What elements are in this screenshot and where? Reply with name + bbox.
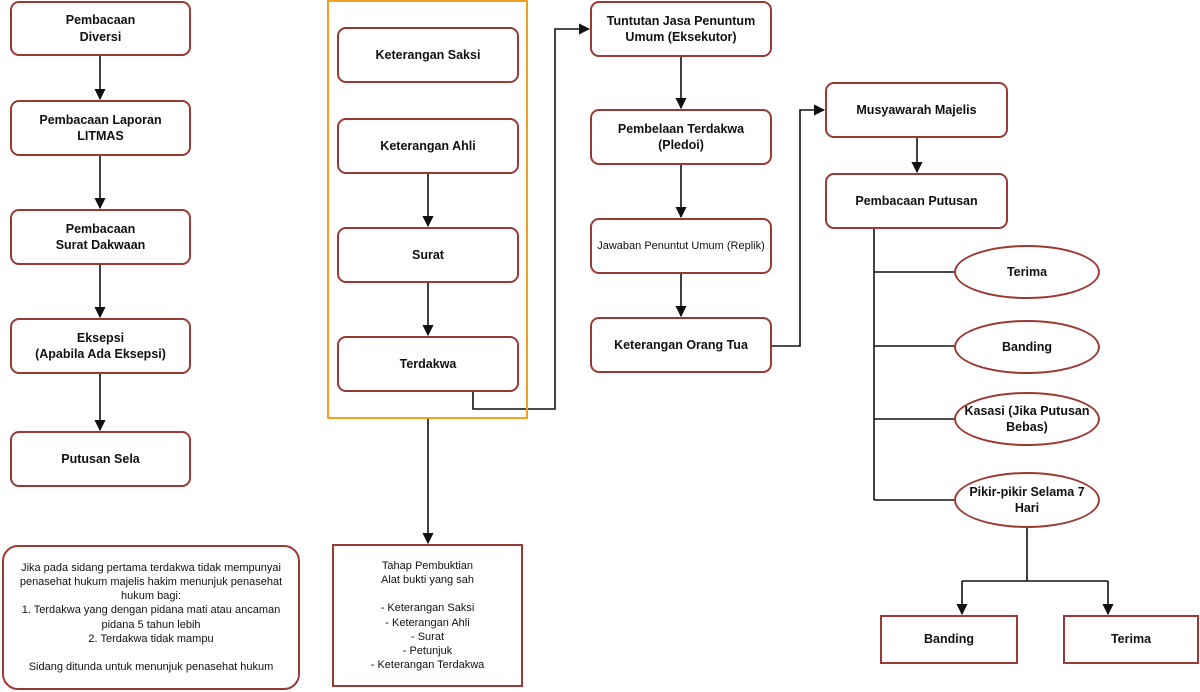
node-eksepsi: Eksepsi (Apabila Ada Eksepsi)	[10, 318, 191, 374]
node-replik: Jawaban Penuntut Umum (Replik)	[590, 218, 772, 274]
node-pembacaan-diversi: Pembacaan Diversi	[10, 1, 191, 56]
arrow-orang-tua-to-musyawarah	[772, 104, 826, 347]
node-terima: Terima	[954, 245, 1100, 299]
node-musyawarah-majelis: Musyawarah Majelis	[825, 82, 1008, 138]
node-final-banding: Banding	[880, 615, 1018, 664]
note-tahap-pembuktian: Tahap Pembuktian Alat bukti yang sah - K…	[332, 544, 523, 687]
node-surat: Surat	[337, 227, 519, 283]
node-banding: Banding	[954, 320, 1100, 374]
node-keterangan-orang-tua: Keterangan Orang Tua	[590, 317, 772, 373]
node-pikir-pikir: Pikir-pikir Selama 7 Hari	[954, 472, 1100, 528]
node-kasasi: Kasasi (Jika Putusan Bebas)	[954, 392, 1100, 446]
node-pledoi: Pembelaan Terdakwa (Pledoi)	[590, 109, 772, 165]
note-penasehat-hukum: Jika pada sidang pertama terdakwa tidak …	[2, 545, 300, 690]
node-tuntutan: Tuntutan Jasa Penuntum Umum (Eksekutor)	[590, 1, 772, 57]
arrow-terdakwa-to-tuntutan	[472, 23, 591, 410]
node-pembacaan-putusan: Pembacaan Putusan	[825, 173, 1008, 229]
node-keterangan-ahli: Keterangan Ahli	[337, 118, 519, 174]
node-putusan-sela: Putusan Sela	[10, 431, 191, 487]
node-pembacaan-dakwaan: Pembacaan Surat Dakwaan	[10, 209, 191, 265]
arrow-pikir-to-banding	[962, 580, 1108, 614]
node-final-terima: Terima	[1063, 615, 1199, 664]
node-keterangan-saksi: Keterangan Saksi	[337, 27, 519, 83]
node-pembacaan-litmas: Pembacaan Laporan LITMAS	[10, 100, 191, 156]
node-terdakwa: Terdakwa	[337, 336, 519, 392]
group-alat-bukti	[327, 0, 528, 419]
